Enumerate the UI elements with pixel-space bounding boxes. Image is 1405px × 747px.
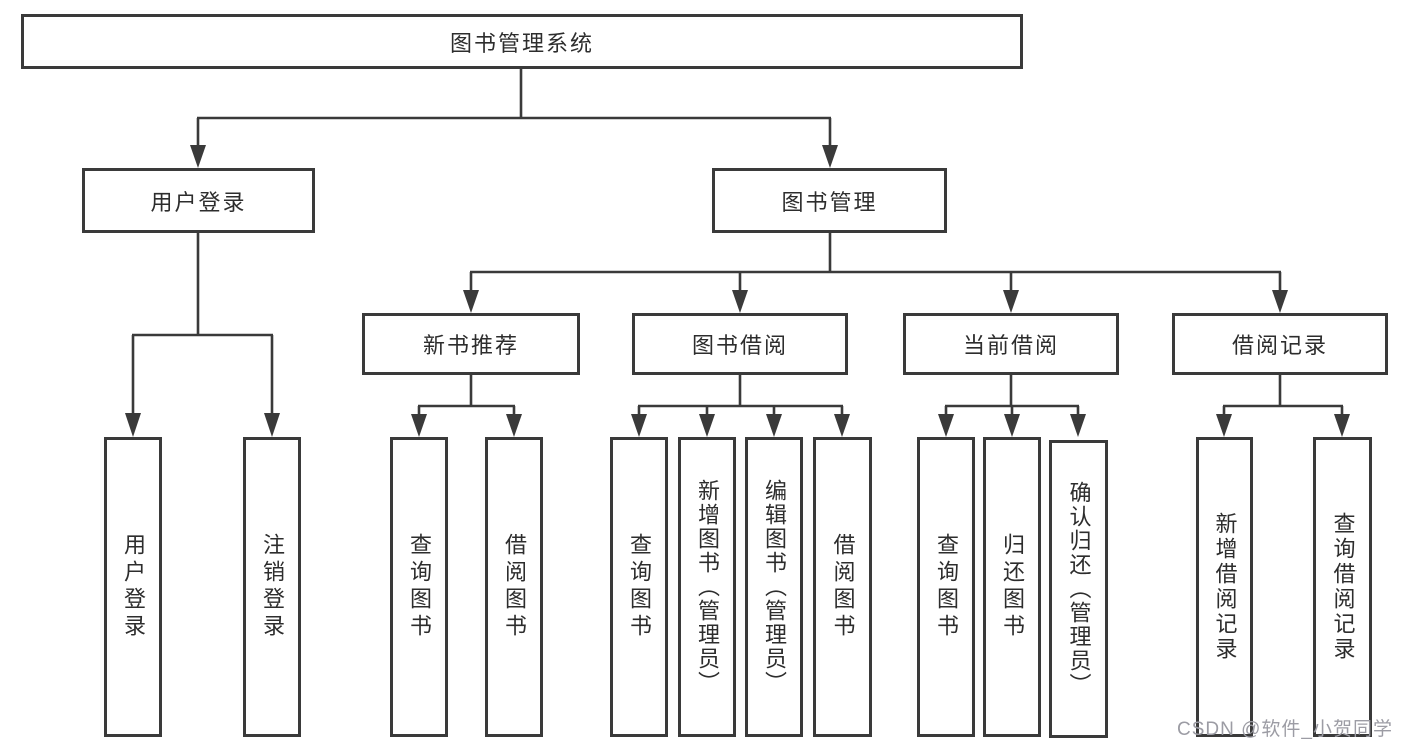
leaf-edit-book-admin: 编辑图书（管理员）	[745, 437, 803, 737]
leaf-current-query-books-label: 查询图书	[934, 533, 959, 641]
leaf-borrowing-query-books-label: 查询图书	[627, 533, 652, 641]
leaf-current-query-books: 查询图书	[917, 437, 975, 737]
leaf-confirm-return-admin: 确认归还（管理员）	[1049, 440, 1108, 738]
leaf-recommend-query-books: 查询图书	[390, 437, 448, 737]
leaf-add-book-admin: 新增图书（管理员）	[678, 437, 736, 737]
node-book-borrowing: 图书借阅	[632, 313, 848, 375]
leaf-user-login: 用户登录	[104, 437, 162, 737]
leaf-confirm-return-admin-label: 确认归还（管理员）	[1066, 481, 1092, 697]
node-current-borrowing-label: 当前借阅	[962, 333, 1059, 358]
node-book-management: 图书管理	[712, 168, 947, 233]
leaf-logout: 注销登录	[243, 437, 301, 737]
leaf-add-borrow-record-label: 新增借阅记录	[1212, 512, 1238, 662]
leaf-recommend-borrow-books: 借阅图书	[485, 437, 543, 737]
leaf-edit-book-admin-label: 编辑图书（管理员）	[762, 479, 787, 695]
node-borrow-records: 借阅记录	[1172, 313, 1388, 375]
leaf-return-books-label: 归还图书	[1000, 533, 1025, 641]
node-new-book-recommend-label: 新书推荐	[422, 333, 519, 358]
node-library-system: 图书管理系统	[21, 14, 1023, 69]
leaf-recommend-query-books-label: 查询图书	[407, 533, 432, 641]
node-user-login: 用户登录	[82, 168, 315, 233]
arrowheads	[125, 145, 1350, 437]
node-user-login-label: 用户登录	[150, 189, 247, 215]
node-book-management-label: 图书管理	[781, 189, 878, 215]
node-new-book-recommend: 新书推荐	[362, 313, 580, 375]
leaf-user-login-label: 用户登录	[121, 533, 146, 641]
leaf-return-books: 归还图书	[983, 437, 1041, 737]
csdn-watermark: CSDN @软件_小贺同学	[1177, 719, 1393, 740]
leaf-recommend-borrow-books-label: 借阅图书	[502, 533, 527, 641]
leaf-add-book-admin-label: 新增图书（管理员）	[695, 479, 720, 695]
leaf-borrowing-borrow-books-label: 借阅图书	[830, 533, 856, 641]
node-current-borrowing: 当前借阅	[903, 313, 1119, 375]
leaf-borrowing-query-books: 查询图书	[610, 437, 668, 737]
leaf-add-borrow-record: 新增借阅记录	[1196, 437, 1253, 737]
leaf-query-borrow-record: 查询借阅记录	[1313, 437, 1372, 737]
leaf-query-borrow-record-label: 查询借阅记录	[1330, 512, 1356, 662]
leaf-logout-label: 注销登录	[260, 533, 285, 641]
leaf-borrowing-borrow-books: 借阅图书	[813, 437, 872, 737]
node-library-system-label: 图书管理系统	[449, 30, 594, 56]
node-borrow-records-label: 借阅记录	[1231, 333, 1328, 358]
node-book-borrowing-label: 图书借阅	[691, 333, 788, 358]
